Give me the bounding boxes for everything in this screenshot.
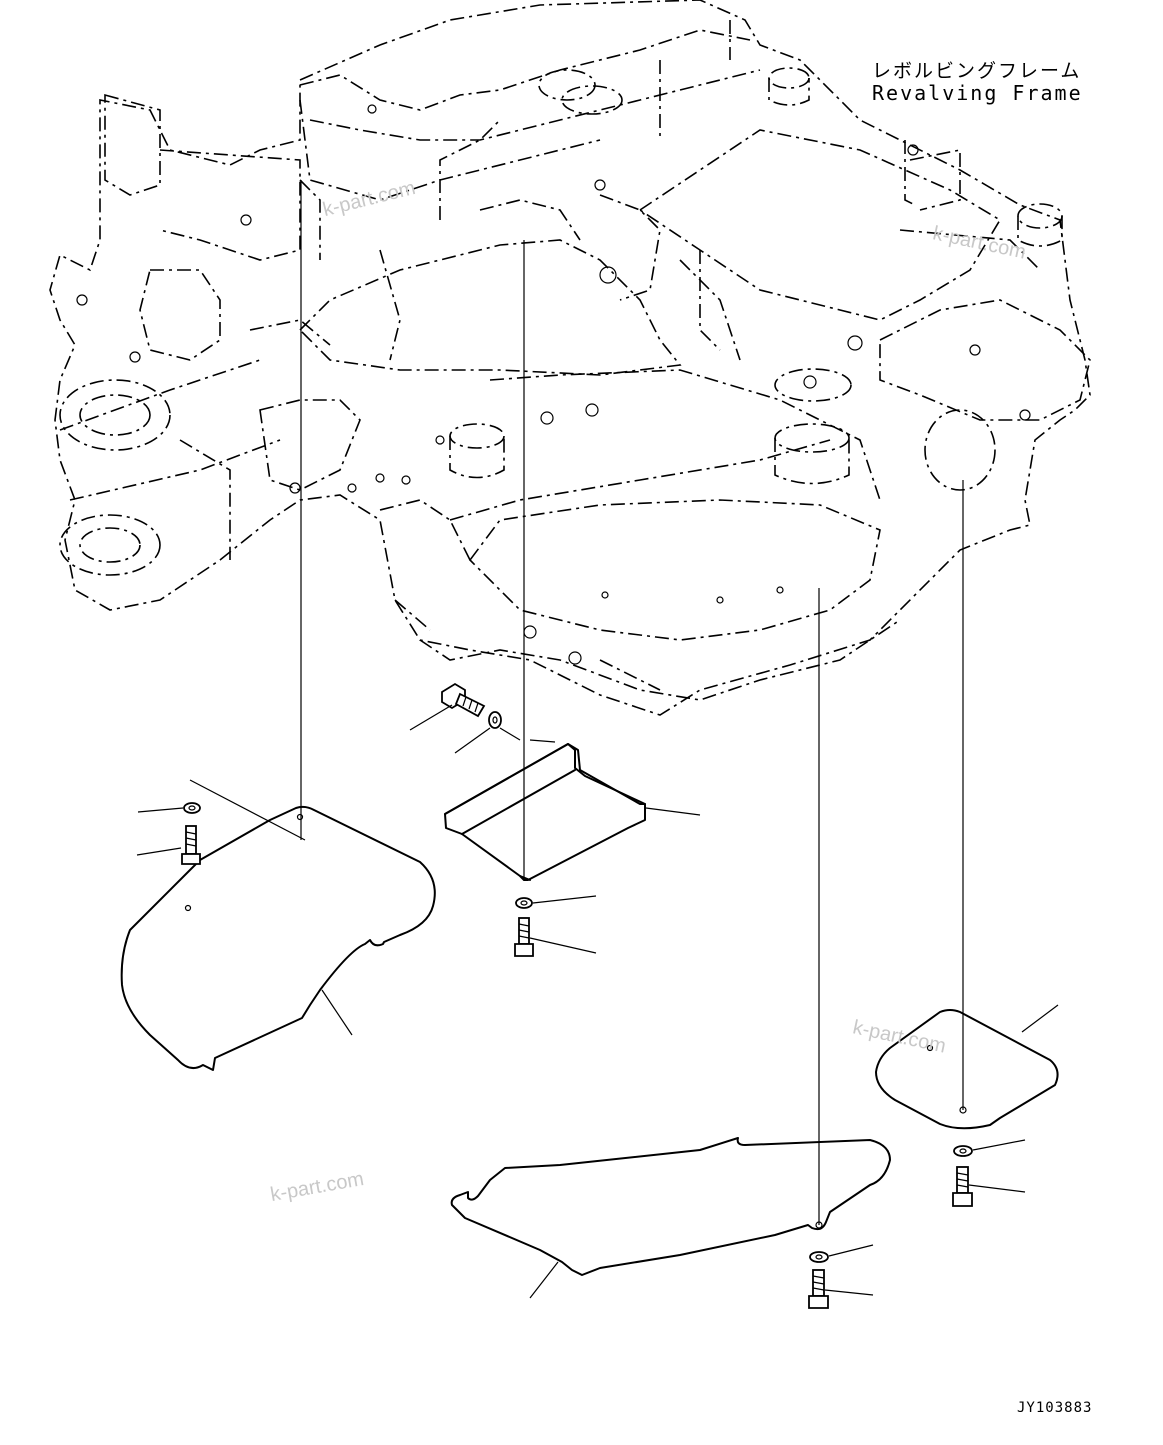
front-cover-plate[interactable] [450, 1137, 891, 1299]
front-bolt[interactable] [808, 1269, 874, 1309]
center-cover-bracket[interactable] [444, 727, 701, 881]
frame-label-japanese: レボルビングフレーム [872, 60, 1082, 82]
top-bolt[interactable] [409, 682, 486, 731]
top-washer[interactable] [454, 711, 502, 754]
right-bolt[interactable] [952, 1166, 1026, 1207]
left-washer[interactable] [137, 802, 201, 814]
left-bolt[interactable] [136, 825, 201, 865]
center-washer[interactable] [515, 895, 597, 909]
center-bolt[interactable] [514, 917, 597, 957]
assembly-center-lines [300, 180, 964, 1225]
revolving-frame-outline [49, 0, 1091, 716]
front-washer[interactable] [809, 1244, 874, 1263]
right-cover-plate[interactable] [875, 1004, 1059, 1130]
right-washer[interactable] [953, 1139, 1026, 1157]
left-cover-plate[interactable] [120, 779, 436, 1071]
drawing-code: JY103883 [1017, 1400, 1093, 1416]
frame-label-english: Revalving Frame [872, 81, 1083, 105]
